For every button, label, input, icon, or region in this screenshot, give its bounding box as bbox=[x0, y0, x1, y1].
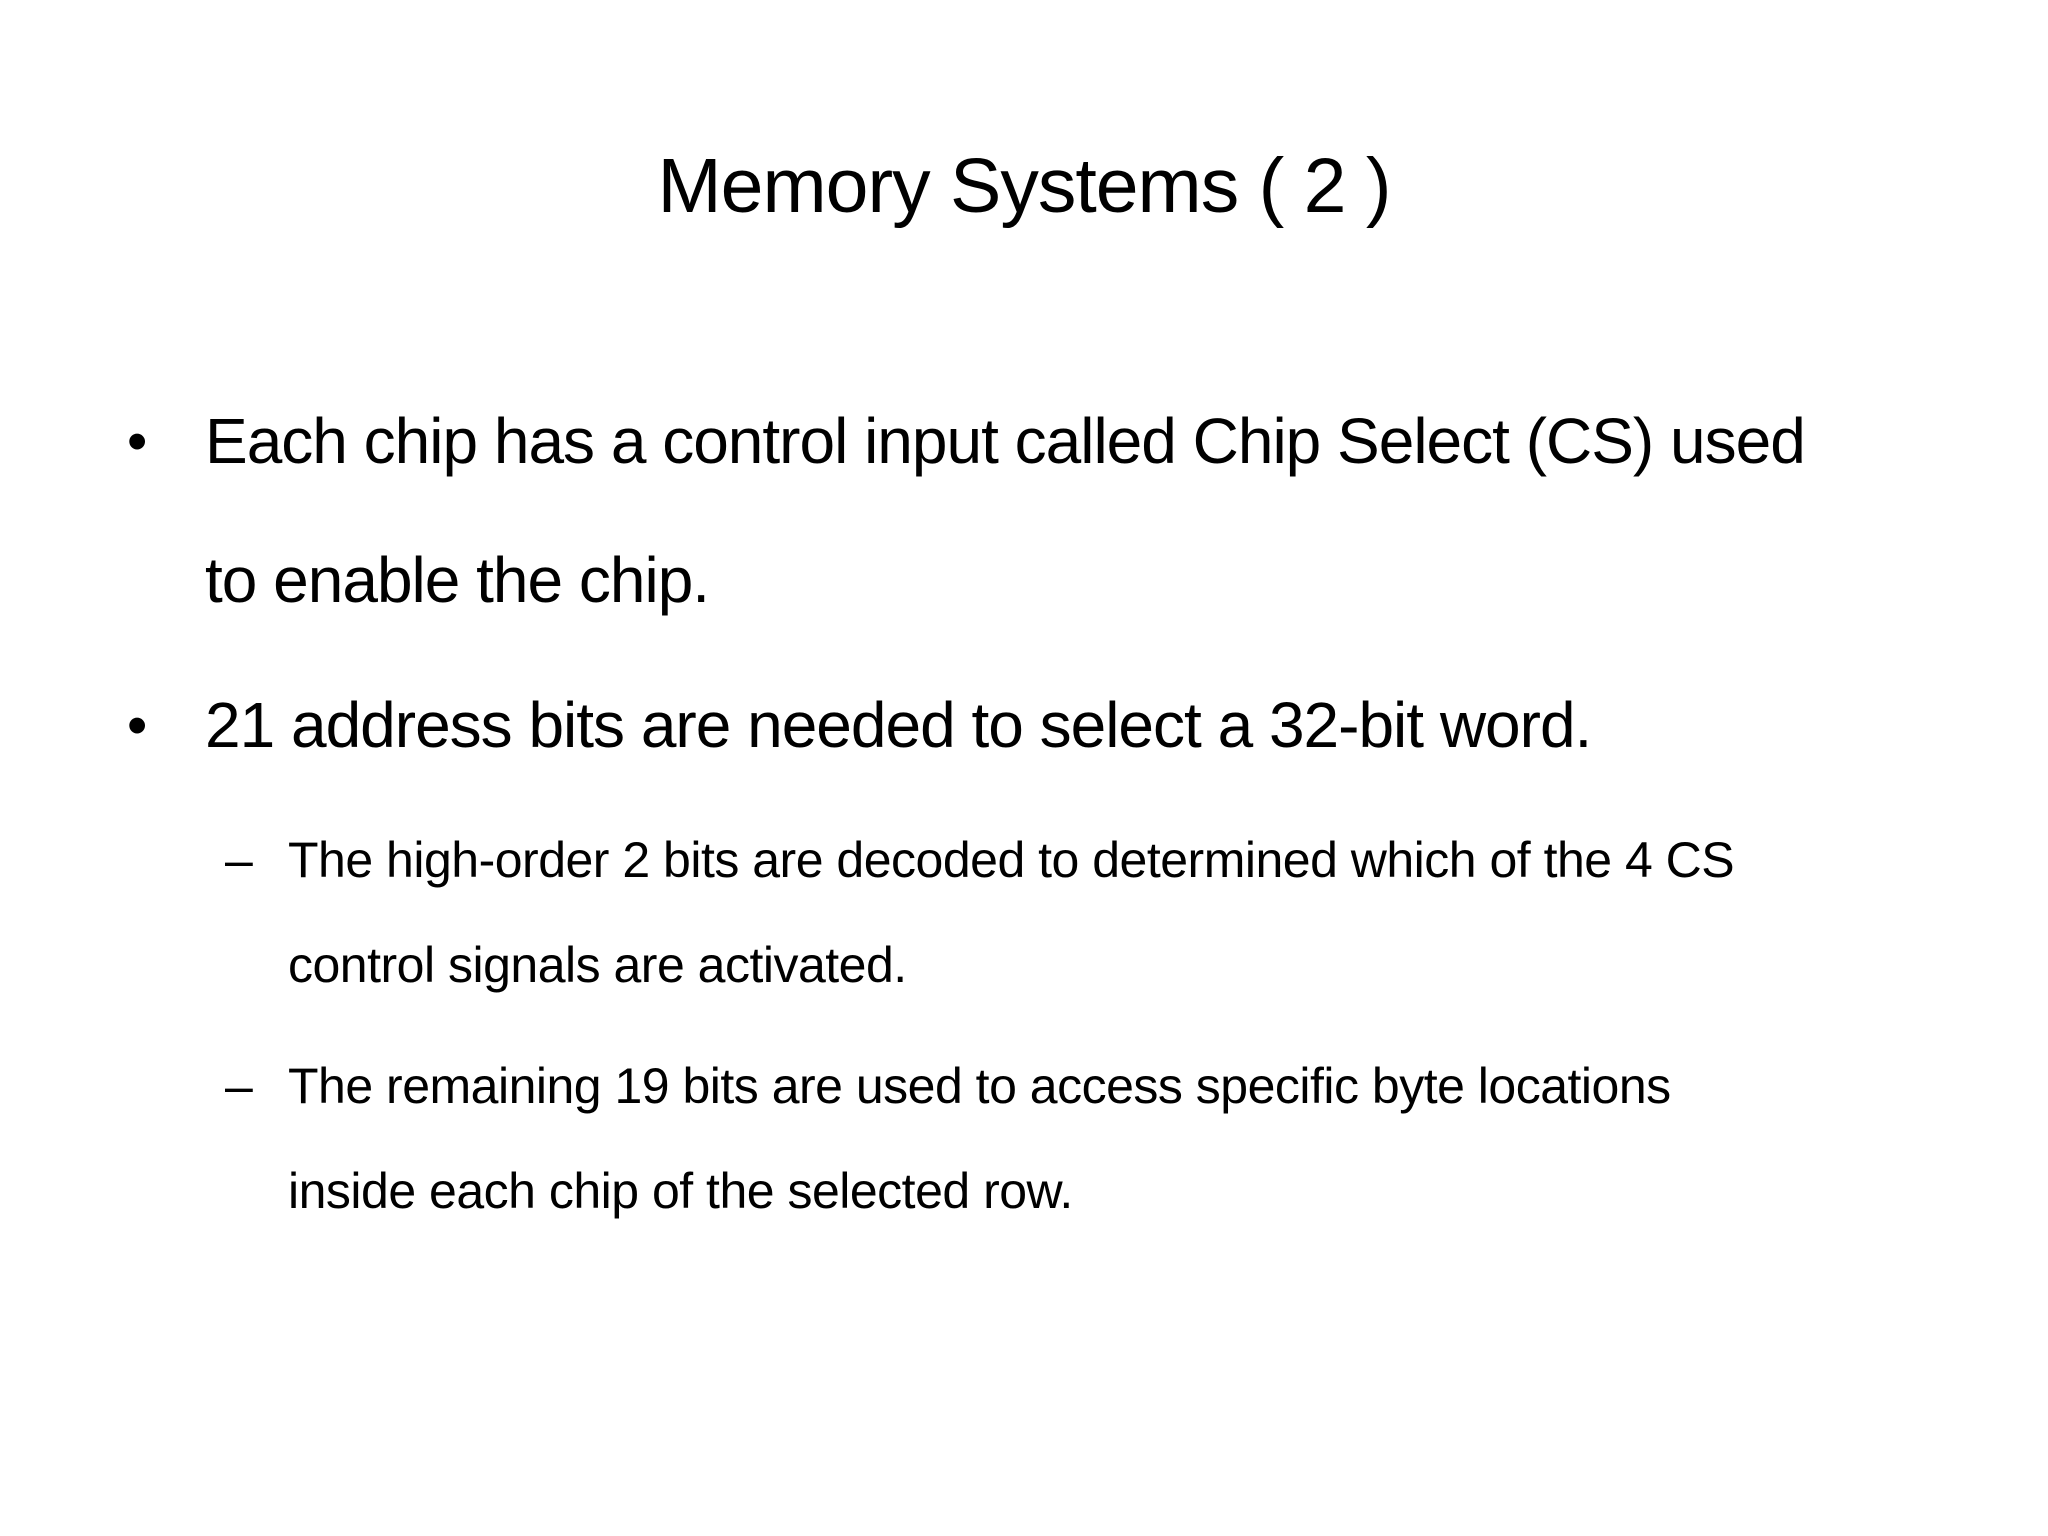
bullet-dot-icon: • bbox=[127, 409, 147, 474]
bullet-dot-icon: • bbox=[127, 693, 147, 758]
dash-marker-icon: – bbox=[225, 1058, 253, 1114]
sub-bullet-item-2: – The remaining 19 bits are used to acce… bbox=[225, 1034, 2008, 1244]
bullet-1-text: Each chip has a control input called Chi… bbox=[205, 372, 2008, 650]
sub-bullet-1-line-1: The high-order 2 bits are decoded to det… bbox=[288, 832, 1735, 888]
bullet-2-line-1: 21 address bits are needed to select a 3… bbox=[205, 689, 1592, 761]
sub-bullet-1-line-2: control signals are activated. bbox=[288, 937, 907, 993]
bullet-1-line-2: to enable the chip. bbox=[205, 544, 710, 616]
sub-bullet-2-line-2: inside each chip of the selected row. bbox=[288, 1163, 1073, 1219]
bullet-item-2: • 21 address bits are needed to select a… bbox=[127, 656, 2008, 795]
bullet-1-line-1: Each chip has a control input called Chi… bbox=[205, 405, 1806, 477]
dash-marker-icon: – bbox=[225, 832, 253, 888]
sub-bullet-item-1: – The high-order 2 bits are decoded to d… bbox=[225, 808, 2008, 1018]
bullet-item-1: • Each chip has a control input called C… bbox=[127, 372, 2008, 650]
sub-bullet-2-text: The remaining 19 bits are used to access… bbox=[288, 1034, 2008, 1244]
bullet-2-text: 21 address bits are needed to select a 3… bbox=[205, 656, 2008, 795]
sub-bullet-1-text: The high-order 2 bits are decoded to det… bbox=[288, 808, 2008, 1018]
sub-bullet-2-line-1: The remaining 19 bits are used to access… bbox=[288, 1058, 1671, 1114]
slide-title: Memory Systems ( 2 ) bbox=[657, 143, 1392, 229]
